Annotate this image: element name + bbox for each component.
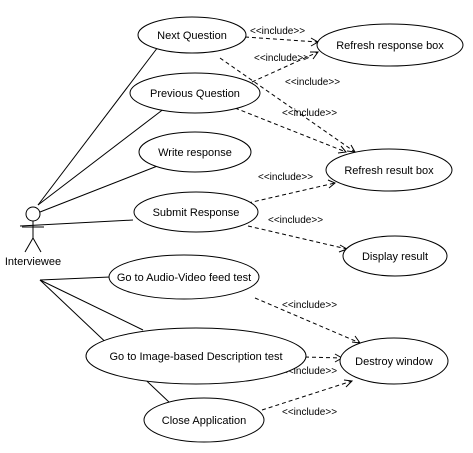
arrowhead <box>327 179 336 189</box>
use-cases: Next Question Previous Question Write re… <box>85 16 464 443</box>
include-image-description-to-destroy-window <box>304 356 343 359</box>
use-case-label: Write response <box>158 147 232 159</box>
include-next-to-refresh-response <box>244 36 319 43</box>
association-previous-question <box>37 107 166 206</box>
use-case-refresh-result-box: Refresh result box <box>325 148 453 192</box>
use-case-destroy-window: Destroy window <box>339 337 449 385</box>
include-close-to-destroy-window <box>261 380 353 411</box>
use-case-label: Refresh response box <box>336 40 444 52</box>
include-label: <<include>> <box>258 172 313 183</box>
include-submit-to-display-result <box>247 225 348 250</box>
use-case-write-response: Write response <box>138 131 252 173</box>
use-case-label: Destroy window <box>355 356 433 368</box>
use-case-refresh-response-box: Refresh response box <box>316 23 464 67</box>
use-case-label: Previous Question <box>150 88 240 100</box>
include-dependencies <box>219 36 362 411</box>
use-case-label: Go to Image-based Description test <box>109 351 282 363</box>
include-label: <<include>> <box>282 407 337 418</box>
association-submit-response <box>19 219 134 227</box>
use-case-audio-video-test: Go to Audio-Video feed test <box>108 254 260 300</box>
include-label: <<include>> <box>282 108 337 119</box>
actor-right-leg <box>32 237 42 253</box>
use-case-previous-question: Previous Question <box>129 72 261 114</box>
association-next-question <box>37 46 159 206</box>
include-label: <<include>> <box>250 26 305 37</box>
arrowhead <box>337 145 347 154</box>
include-label: <<include>> <box>268 215 323 226</box>
include-label: <<include>> <box>282 366 337 377</box>
include-label: <<include>> <box>285 77 340 88</box>
include-label: <<include>> <box>254 53 309 64</box>
arrowhead <box>343 379 354 388</box>
use-case-next-question: Next Question <box>137 16 247 54</box>
use-case-display-result: Display result <box>342 235 448 277</box>
include-audio-video-to-destroy-window <box>254 297 361 344</box>
use-case-label: Refresh result box <box>344 165 434 177</box>
association-write-response <box>39 164 161 213</box>
actor-label: Interviewee <box>5 256 61 268</box>
use-case-label: Close Application <box>162 415 246 427</box>
actor-interviewee: Interviewee <box>5 206 61 268</box>
use-case-label: Display result <box>362 251 428 263</box>
association-image-description-test <box>39 279 144 331</box>
use-case-image-description-test: Go to Image-based Description test <box>85 327 307 385</box>
include-labels: <<include>> <<include>> <<include>> <<in… <box>250 26 340 418</box>
use-case-label: Submit Response <box>153 207 240 219</box>
association-audio-video-test <box>39 276 111 281</box>
include-submit-to-refresh-result <box>247 182 336 204</box>
use-case-label: Go to Audio-Video feed test <box>117 272 251 284</box>
actor-left-leg <box>24 237 34 253</box>
arrowhead <box>310 51 319 60</box>
include-label: <<include>> <box>282 300 337 311</box>
include-previous-to-refresh-result <box>234 107 347 153</box>
use-case-label: Next Question <box>157 30 227 42</box>
use-case-close-application: Close Application <box>143 397 265 443</box>
arrowhead <box>351 335 362 344</box>
use-case-submit-response: Submit Response <box>133 191 259 233</box>
include-previous-to-refresh-response <box>251 51 319 83</box>
actor-head <box>25 206 41 222</box>
